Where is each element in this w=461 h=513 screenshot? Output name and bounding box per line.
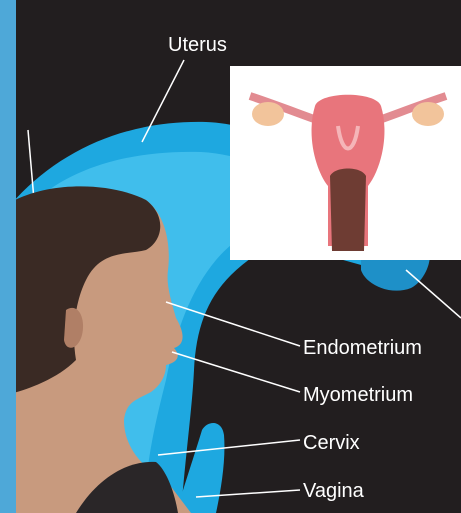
uterus-illustration bbox=[230, 66, 461, 260]
endometrium-label: Endometrium bbox=[303, 337, 422, 359]
uterus-inset-image bbox=[230, 66, 461, 260]
uterus-label: Uterus bbox=[168, 34, 227, 56]
ovary-leader-line bbox=[406, 270, 461, 318]
vagina-label: Vagina bbox=[303, 480, 364, 502]
myometrium-label: Myometrium bbox=[303, 384, 413, 406]
diagram-panel: Uterus Endometrium Myometrium Cervix Vag… bbox=[16, 0, 461, 513]
cervix-label: Cervix bbox=[303, 432, 360, 454]
